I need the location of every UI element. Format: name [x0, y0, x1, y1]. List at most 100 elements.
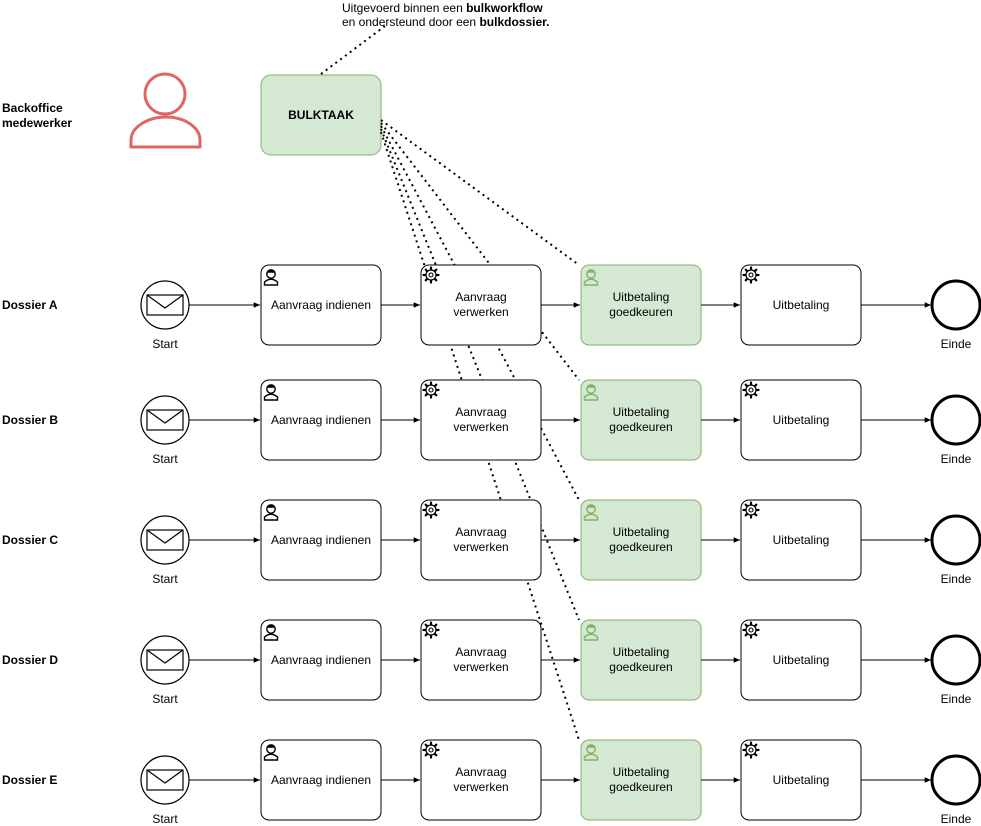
task-label: Aanvraag indienen	[271, 773, 371, 787]
user-icon	[583, 744, 599, 761]
end-event[interactable]: Einde	[930, 754, 981, 826]
end-label: Einde	[941, 452, 972, 466]
start-event[interactable]: Start	[140, 755, 190, 826]
note-line-2-bold: bulkdossier.	[479, 15, 549, 29]
user-icon	[583, 504, 599, 521]
end-label: Einde	[941, 812, 972, 826]
task-label: Uitbetaling	[773, 533, 830, 547]
process-task[interactable]: Aanvraag indienen	[260, 264, 382, 346]
bulk-association	[380, 122, 580, 381]
process-task[interactable]: Aanvraag indienen	[260, 739, 382, 821]
end-label: Einde	[941, 572, 972, 586]
process-task[interactable]: Aanvraag indienen	[260, 379, 382, 461]
end-event[interactable]: Einde	[930, 634, 981, 706]
process-task[interactable]: Uitbetaling	[740, 619, 862, 701]
bulk-task[interactable]: BULKTAAK	[260, 74, 382, 156]
end-label: Einde	[941, 337, 972, 351]
process-task[interactable]: Aanvraag indienen	[260, 619, 382, 701]
lane-label: Dossier C	[2, 533, 58, 547]
start-label: Start	[152, 692, 178, 706]
task-label: Uitbetaling	[773, 653, 830, 667]
envelope-icon	[146, 649, 184, 671]
user-icon	[263, 624, 279, 641]
task-label: Uitbetaling	[773, 298, 830, 312]
user-icon	[263, 744, 279, 761]
note-connector	[320, 25, 386, 75]
end-event[interactable]: Einde	[930, 279, 981, 351]
lane-label: Dossier B	[2, 413, 58, 427]
task-label: Uitbetaling	[773, 413, 830, 427]
gear-icon	[742, 741, 760, 759]
start-label: Start	[152, 572, 178, 586]
note-line-2-normal: en ondersteund door een	[342, 15, 479, 29]
end-event[interactable]: Einde	[930, 394, 981, 466]
envelope-icon	[146, 769, 184, 791]
user-icon	[263, 269, 279, 286]
gear-icon	[422, 741, 440, 759]
user-icon	[583, 624, 599, 641]
note-line-1-bold: bulkworkflow	[466, 1, 543, 15]
lane-label: Dossier E	[2, 773, 57, 787]
process-task[interactable]: Uitbetaling	[740, 379, 862, 461]
actor-label: Backoffice medewerker	[2, 101, 72, 130]
process-task[interactable]: Uitbetaling	[740, 264, 862, 346]
user-icon	[263, 504, 279, 521]
gear-icon	[742, 621, 760, 639]
process-task[interactable]: Uitbetaling	[740, 499, 862, 581]
gear-icon	[422, 501, 440, 519]
user-icon	[583, 269, 599, 286]
actor-label-line-2: medewerker	[2, 116, 72, 130]
end-label: Einde	[941, 692, 972, 706]
bulk-note: Uitgevoerd binnen een bulkworkflow en on…	[342, 1, 549, 29]
process-task[interactable]: Uitbetaling	[740, 739, 862, 821]
person-icon	[129, 72, 202, 149]
task-label: Aanvraag indienen	[271, 413, 371, 427]
start-event[interactable]: Start	[140, 515, 190, 586]
note-line-1-normal: Uitgevoerd binnen een	[342, 1, 466, 15]
gear-icon	[422, 266, 440, 284]
start-label: Start	[152, 452, 178, 466]
end-event[interactable]: Einde	[930, 514, 981, 586]
task-label: Uitbetaling	[773, 773, 830, 787]
task-label: Aanvraag indienen	[271, 653, 371, 667]
lane-label: Dossier A	[2, 298, 58, 312]
process-task[interactable]: Aanvraag indienen	[260, 499, 382, 581]
bulk-section: Backoffice medewerker BULKTAAK Uitgevoer…	[2, 1, 549, 156]
actor-label-line-1: Backoffice	[2, 101, 63, 115]
bulk-association	[380, 119, 580, 266]
user-icon	[583, 384, 599, 401]
lane-label: Dossier D	[2, 653, 58, 667]
start-event[interactable]: Start	[140, 280, 190, 351]
start-event[interactable]: Start	[140, 395, 190, 466]
bulk-task-label: BULKTAAK	[288, 108, 354, 122]
start-label: Start	[152, 812, 178, 826]
start-event[interactable]: Start	[140, 635, 190, 706]
task-label: Aanvraag indienen	[271, 298, 371, 312]
gear-icon	[422, 381, 440, 399]
gear-icon	[742, 266, 760, 284]
bulk-association	[380, 128, 580, 621]
